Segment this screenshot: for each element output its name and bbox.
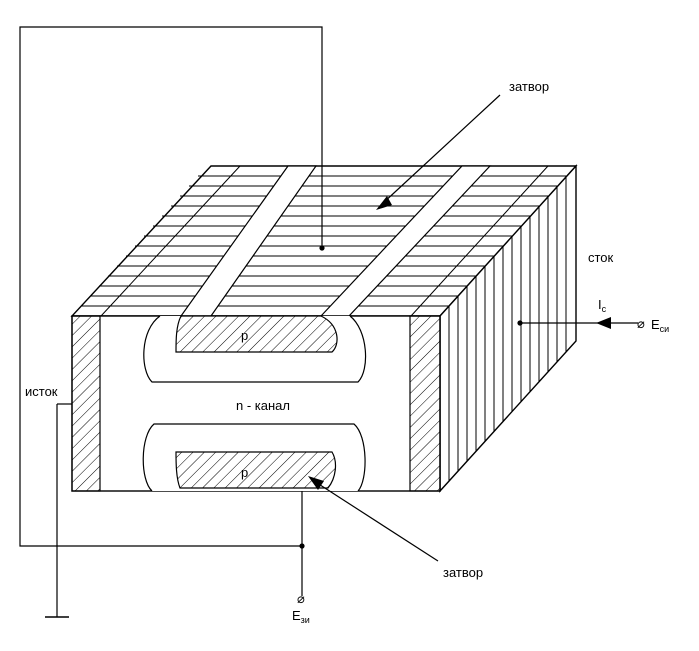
gate-top-arrowhead: [376, 196, 392, 210]
drain-source-voltage-label: Eси: [651, 317, 669, 334]
p-region-bottom: [175, 451, 337, 489]
drain-current-label: Iс: [598, 297, 607, 314]
gate-terminal-symbol: ⌀: [297, 591, 305, 606]
channel-label: n - канал: [236, 398, 290, 413]
drain-current-arrowhead: [596, 317, 611, 329]
p-bottom-label: p: [241, 465, 248, 480]
drain-contact-hatched: [409, 315, 441, 492]
drain-junction: [517, 320, 523, 326]
gate-bottom-label: затвор: [443, 565, 483, 580]
bottom-gate-junction: [299, 543, 305, 549]
p-top-label: p: [241, 328, 248, 343]
esi-sub: си: [660, 324, 670, 334]
gate-top-pointer: [381, 94, 501, 205]
gate-bottom-arrowhead: [308, 476, 324, 490]
gate-bottom-pointer: [313, 480, 439, 562]
top-gate-junction: [319, 245, 325, 251]
ezi-main: E: [292, 608, 301, 623]
top-face-stripes: [81, 165, 566, 317]
ic-main: I: [598, 297, 602, 312]
gate-source-voltage-label: Eзи: [292, 608, 310, 625]
ezi-sub: зи: [301, 615, 310, 625]
front-face: [71, 315, 441, 492]
source-label: исток: [25, 384, 58, 399]
wiring: [19, 26, 638, 618]
p-region-top: [175, 315, 338, 353]
drain-label: сток: [588, 250, 614, 265]
top-gate-wire: [19, 26, 323, 547]
esi-main: E: [651, 317, 660, 332]
connection-dots: [299, 245, 523, 549]
ic-sub: с: [602, 304, 607, 314]
top-face: [70, 165, 578, 317]
source-contact-hatched: [71, 315, 101, 492]
drain-terminal-symbol: ⌀: [637, 316, 645, 331]
arrowheads: [308, 196, 611, 490]
gate-top-label: затвор: [509, 79, 549, 94]
